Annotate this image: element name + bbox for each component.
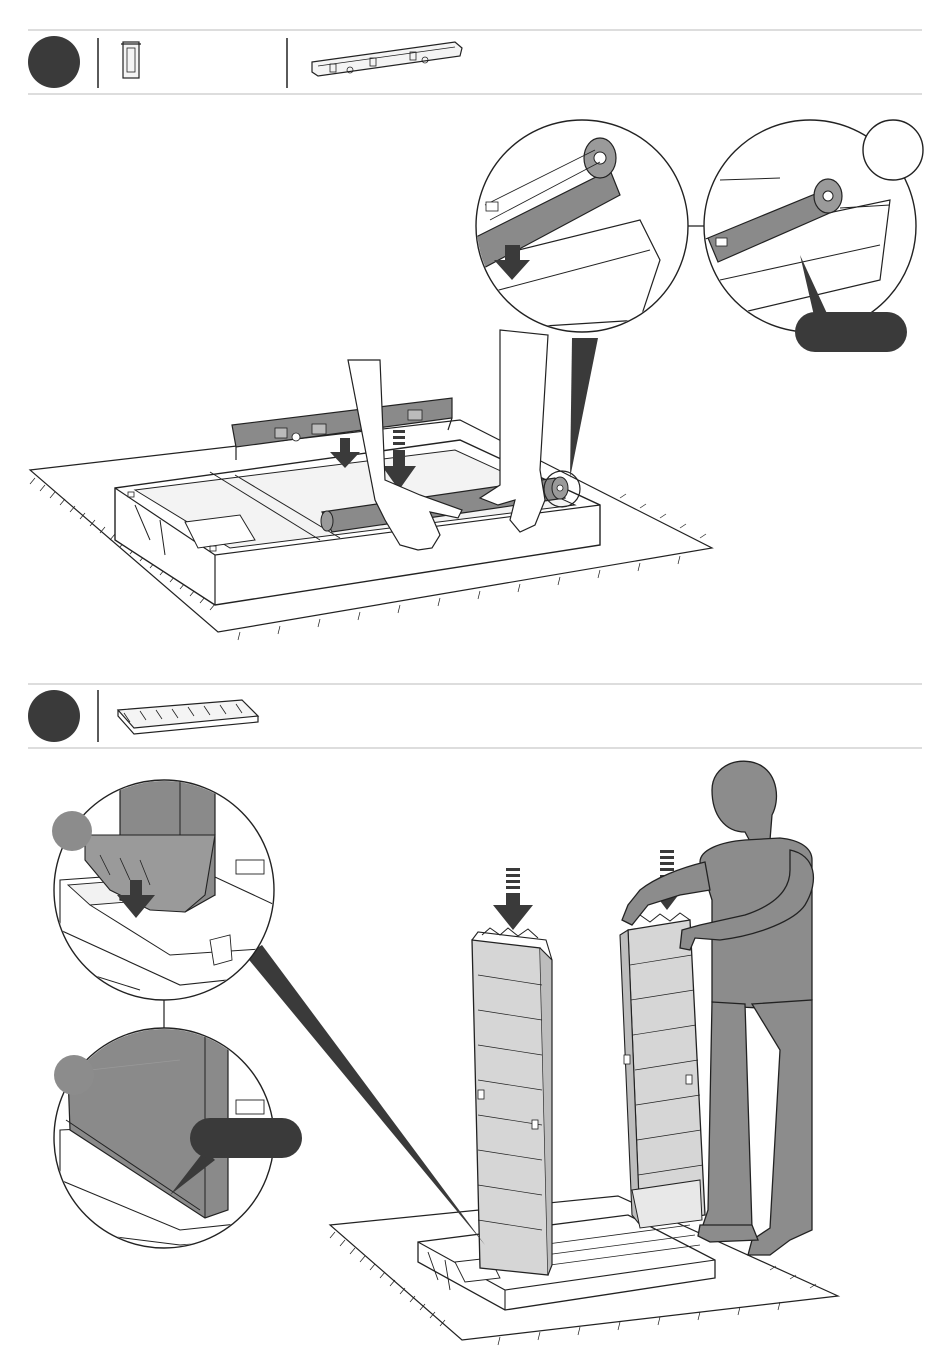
part-end-bracket-icon <box>121 42 141 78</box>
part-wall-panel-icon <box>118 700 258 734</box>
step-1-badge <box>28 36 80 88</box>
step-2-detail-badge-bottom <box>54 1055 94 1095</box>
step-2-down-arrow-left <box>493 868 533 930</box>
part-long-rail-icon <box>312 42 462 76</box>
step-1-header <box>28 30 922 94</box>
step-1-right-hand <box>480 330 548 532</box>
step-1-detail-badge <box>863 120 923 180</box>
step-2-header <box>28 684 922 748</box>
step-2-detail-circle-top <box>54 760 275 1000</box>
step-2-detail-badge-top <box>52 811 92 851</box>
step-1-callout-label <box>795 312 907 352</box>
step-2-callout-label <box>190 1118 302 1158</box>
step-2-badge <box>28 690 80 742</box>
step-2-wall-panel-left <box>472 928 552 1275</box>
step-1-detail-circle-a <box>470 120 688 332</box>
step-2-wall-panel-right <box>620 913 705 1228</box>
